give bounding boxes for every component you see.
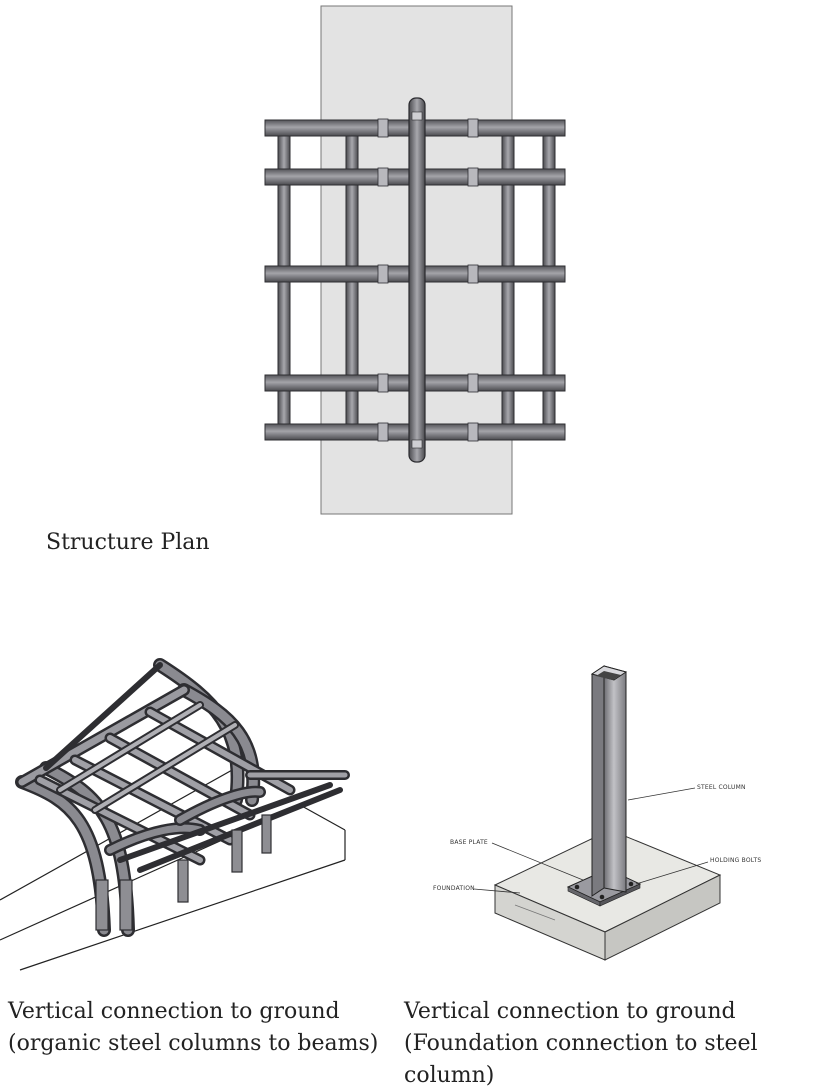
foundation-detail-illustration <box>473 665 722 961</box>
organic-columns-caption-line1: Vertical connection to ground <box>8 999 340 1024</box>
steel-column-label: STEEL COLUMN <box>697 784 746 791</box>
base-plate-leader <box>491 842 584 881</box>
foundation-caption: Vertical connection to ground (Foundatio… <box>404 996 828 1092</box>
foundation-caption-line2: (Foundation connection to steel column) <box>404 1031 758 1088</box>
organic-columns-caption: Vertical connection to ground (organic s… <box>8 996 378 1060</box>
beam-joints <box>377 118 479 442</box>
base-plate-label: BASE PLATE <box>450 839 488 846</box>
foundation-leader <box>473 888 521 894</box>
organic-columns-caption-line2: (organic steel columns to beams) <box>8 1031 379 1056</box>
column-legs <box>95 814 272 931</box>
structure-plan-caption: Structure Plan <box>46 530 210 555</box>
foundation-caption-line1: Vertical connection to ground <box>404 999 736 1024</box>
structure-plan <box>264 5 566 515</box>
central-spine <box>408 97 426 463</box>
steel-column <box>591 665 605 897</box>
diagram-canvas <box>0 5 722 971</box>
steel-column-leader <box>627 787 696 801</box>
holding-bolts-label: HOLDING BOLTS <box>710 857 762 864</box>
foundation-label: FOUNDATION <box>433 885 475 892</box>
holding-bolts-leader <box>635 861 709 885</box>
organic-columns-illustration <box>0 658 350 971</box>
